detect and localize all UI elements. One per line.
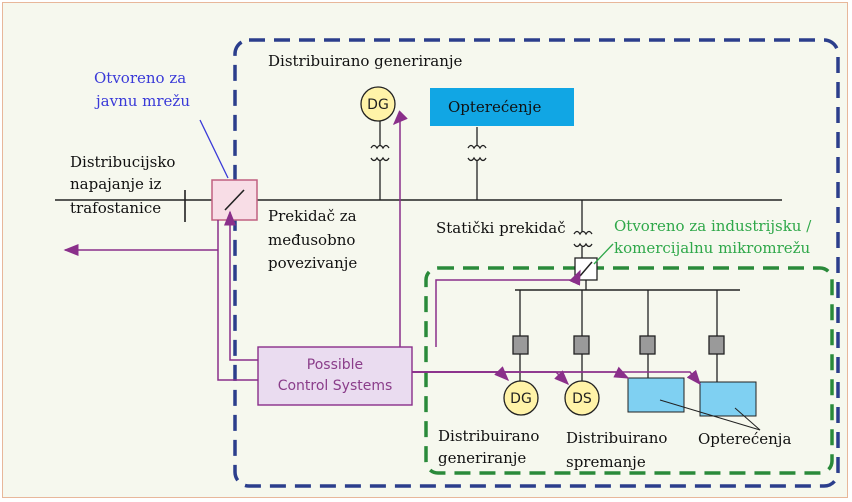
open-industrial-line1: Otvoreno za industrijsku / xyxy=(614,217,812,235)
bottom-dg-line1: Distribuirano xyxy=(438,427,539,445)
microgrid-boundary xyxy=(424,266,834,475)
load-transformer xyxy=(467,127,487,200)
microgrid-transformer xyxy=(573,200,593,258)
dg-top-label: DG xyxy=(367,97,389,113)
microgrid-feeders xyxy=(512,290,725,382)
open-public-grid-line1: Otvoreno za xyxy=(94,69,186,87)
control-systems-line2: Control Systems xyxy=(278,378,393,394)
bottom-loads-label: Opterećenja xyxy=(698,430,791,448)
ds-bottom-label: DS xyxy=(572,391,592,407)
loads-pointer-2 xyxy=(734,407,761,431)
load-box-label: Opterećenje xyxy=(448,98,541,116)
open-industrial-pointer xyxy=(593,243,614,265)
interconnection-switch-line3: povezivanje xyxy=(268,254,357,272)
breaker-load-1 xyxy=(639,335,656,355)
bottom-dg-line2: generiranje xyxy=(438,449,526,467)
open-public-grid-pointer xyxy=(199,119,229,179)
distributed-generation-header: Distribuirano generiranje xyxy=(268,52,463,70)
control-lines xyxy=(63,110,701,386)
open-industrial-line2: komercijalnu mikromrežu xyxy=(614,239,811,257)
control-systems-line1: Possible xyxy=(307,357,363,373)
ds-bottom-circle xyxy=(564,380,600,416)
bottom-ds-line2: spremanje xyxy=(566,453,646,471)
open-public-grid-line2: javnu mrežu xyxy=(94,92,190,110)
bottom-ds-line1: Distribuirano xyxy=(566,429,667,447)
distribution-supply-line2: napajanje iz xyxy=(70,175,161,193)
dg-transformer xyxy=(370,121,390,200)
breaker-dg xyxy=(512,335,529,355)
breaker-ds xyxy=(573,335,590,355)
load-box xyxy=(430,88,574,126)
breaker-load-2 xyxy=(708,335,725,355)
interconnection-switch-line1: Prekidač za xyxy=(268,207,357,225)
distribution-supply-line3: trafostanice xyxy=(70,199,161,217)
static-switch-label: Statički prekidač xyxy=(436,219,566,237)
dg-top-circle xyxy=(360,86,396,122)
dg-bottom-circle xyxy=(503,380,539,416)
distribution-supply-line1: Distribucijsko xyxy=(70,153,175,171)
control-systems-box xyxy=(257,346,413,406)
small-load-1 xyxy=(627,377,685,413)
loads-pointer-1 xyxy=(659,399,761,431)
interconnection-switch xyxy=(211,179,258,221)
distributed-generation-boundary xyxy=(233,38,840,488)
small-load-2 xyxy=(699,381,757,417)
interconnection-switch-line2: međusobno xyxy=(268,231,355,249)
dg-bottom-label: DG xyxy=(510,391,532,407)
